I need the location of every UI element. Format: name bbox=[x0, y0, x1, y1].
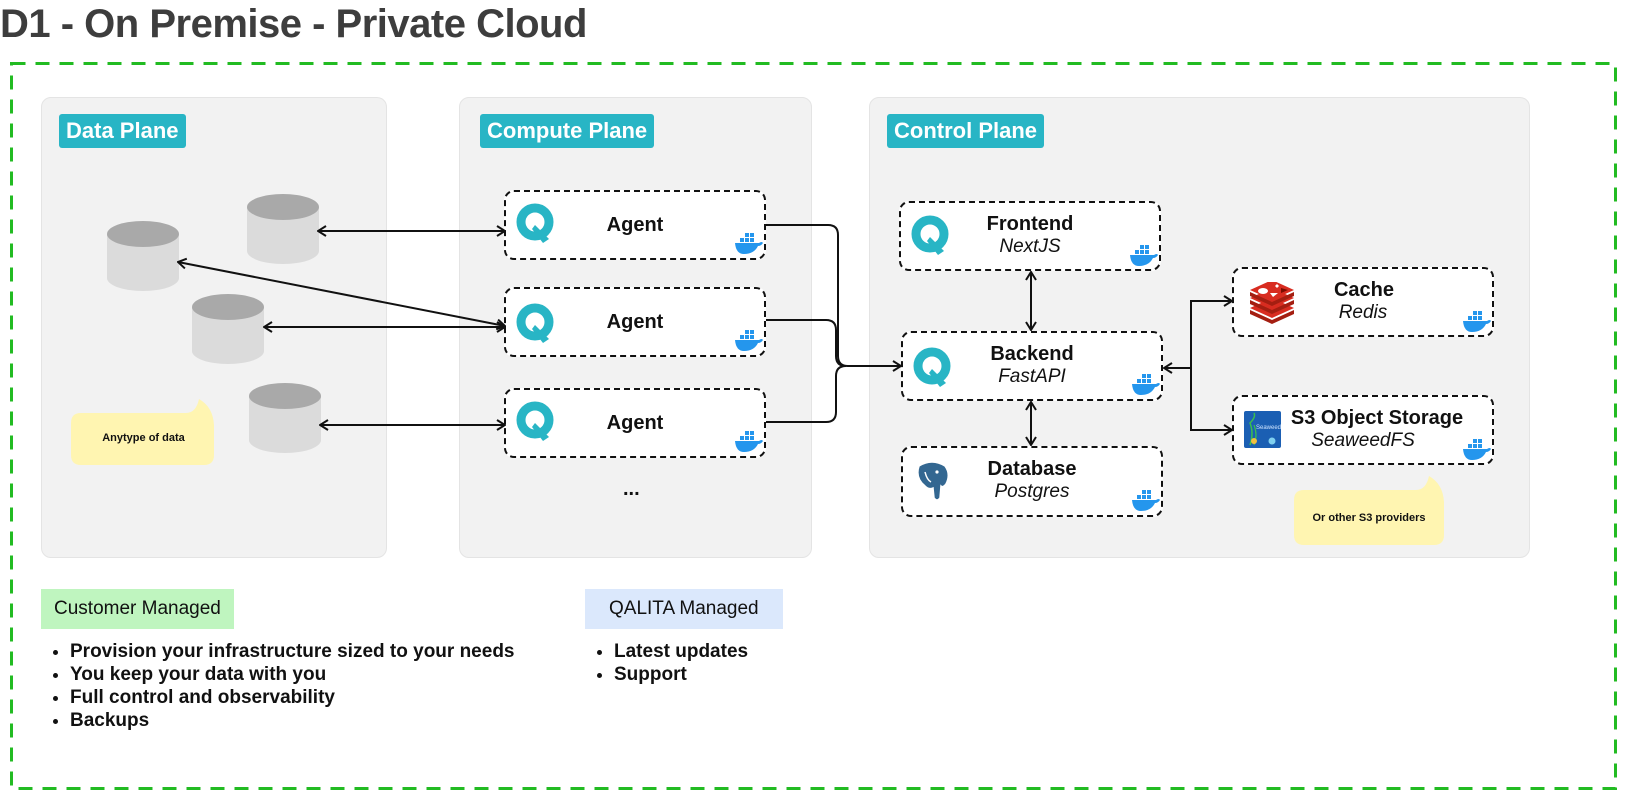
cache-node[interactable]: Cache Redis bbox=[1232, 267, 1494, 337]
frontend-label: Frontend bbox=[986, 213, 1074, 235]
redis-icon bbox=[1250, 282, 1294, 324]
customer-managed-badge: Customer Managed bbox=[41, 589, 234, 629]
postgres-elephant-icon bbox=[917, 461, 949, 501]
docker-icon bbox=[735, 233, 763, 254]
database-cylinder-icon bbox=[192, 294, 264, 364]
qalita-managed-badge: QALITA Managed bbox=[585, 589, 783, 629]
agent-label: Agent bbox=[606, 214, 664, 236]
docker-icon bbox=[1130, 245, 1158, 266]
qalita-managed-item: Support bbox=[614, 663, 748, 686]
docker-icon bbox=[735, 330, 763, 351]
cache-tech: Redis bbox=[1338, 302, 1388, 323]
docker-icon bbox=[1132, 374, 1160, 395]
agent-label: Agent bbox=[606, 412, 664, 434]
seaweedfs-icon: Seaweed bbox=[1244, 411, 1281, 448]
customer-managed-list: Provision your infrastructure sized to y… bbox=[52, 640, 515, 732]
boundary-dashed-border bbox=[10, 62, 1617, 790]
s3-storage-label: S3 Object Storage bbox=[1290, 407, 1464, 429]
s3-storage-tech: SeaweedFS bbox=[1311, 430, 1415, 451]
agent-label: Agent bbox=[606, 311, 664, 333]
database-node[interactable]: Database Postgres bbox=[901, 446, 1163, 517]
s3-storage-node[interactable]: Seaweed S3 Object Storage SeaweedFS bbox=[1232, 395, 1494, 465]
qalita-logo-icon bbox=[516, 401, 554, 441]
database-tech: Postgres bbox=[994, 481, 1070, 502]
compute-plane-badge: Compute Plane bbox=[480, 114, 655, 148]
customer-managed-item: Full control and observability bbox=[70, 686, 515, 709]
control-plane-badge: Control Plane bbox=[887, 114, 1045, 148]
s3-note: Or other S3 providers bbox=[1294, 474, 1444, 545]
database-label: Database bbox=[987, 458, 1077, 480]
frontend-node[interactable]: Frontend NextJS bbox=[899, 201, 1161, 271]
data-note: Anytype of data bbox=[71, 395, 216, 465]
frontend-tech: NextJS bbox=[999, 236, 1061, 257]
qalita-logo-icon bbox=[516, 303, 554, 343]
page-title: D1 - On Premise - Private Cloud bbox=[0, 2, 587, 46]
docker-icon bbox=[1463, 439, 1491, 460]
data-note-text: Anytype of data bbox=[102, 432, 185, 444]
customer-managed-item: Provision your infrastructure sized to y… bbox=[70, 640, 515, 663]
agent-node[interactable]: Agent bbox=[504, 287, 766, 357]
qalita-managed-list: Latest updates Support bbox=[596, 640, 748, 686]
agent-node[interactable]: Agent bbox=[504, 388, 766, 458]
speech-bubble-shape bbox=[71, 399, 214, 465]
qalita-logo-icon bbox=[913, 347, 951, 387]
customer-managed-item: You keep your data with you bbox=[70, 663, 515, 686]
qalita-logo-icon bbox=[911, 215, 949, 255]
customer-managed-item: Backups bbox=[70, 709, 515, 732]
qalita-managed-item: Latest updates bbox=[614, 640, 748, 663]
backend-node[interactable]: Backend FastAPI bbox=[901, 331, 1163, 401]
docker-icon bbox=[1132, 490, 1160, 511]
data-plane-badge: Data Plane bbox=[59, 114, 186, 148]
agent-node[interactable]: Agent bbox=[504, 190, 766, 260]
cache-label: Cache bbox=[1333, 279, 1395, 301]
backend-tech: FastAPI bbox=[998, 366, 1066, 387]
backend-label: Backend bbox=[990, 343, 1074, 365]
database-cylinder-icon bbox=[247, 194, 319, 264]
speech-bubble-shape bbox=[1294, 476, 1444, 545]
svg-text:Seaweed: Seaweed bbox=[1256, 425, 1281, 431]
database-cylinder-icon bbox=[249, 383, 321, 453]
s3-note-text: Or other S3 providers bbox=[1312, 512, 1426, 524]
database-cylinder-icon bbox=[107, 221, 179, 291]
qalita-logo-icon bbox=[516, 203, 554, 243]
docker-icon bbox=[735, 431, 763, 452]
on-premise-boundary bbox=[10, 62, 1617, 790]
more-agents-ellipsis: ... bbox=[623, 478, 640, 500]
docker-icon bbox=[1463, 311, 1491, 332]
